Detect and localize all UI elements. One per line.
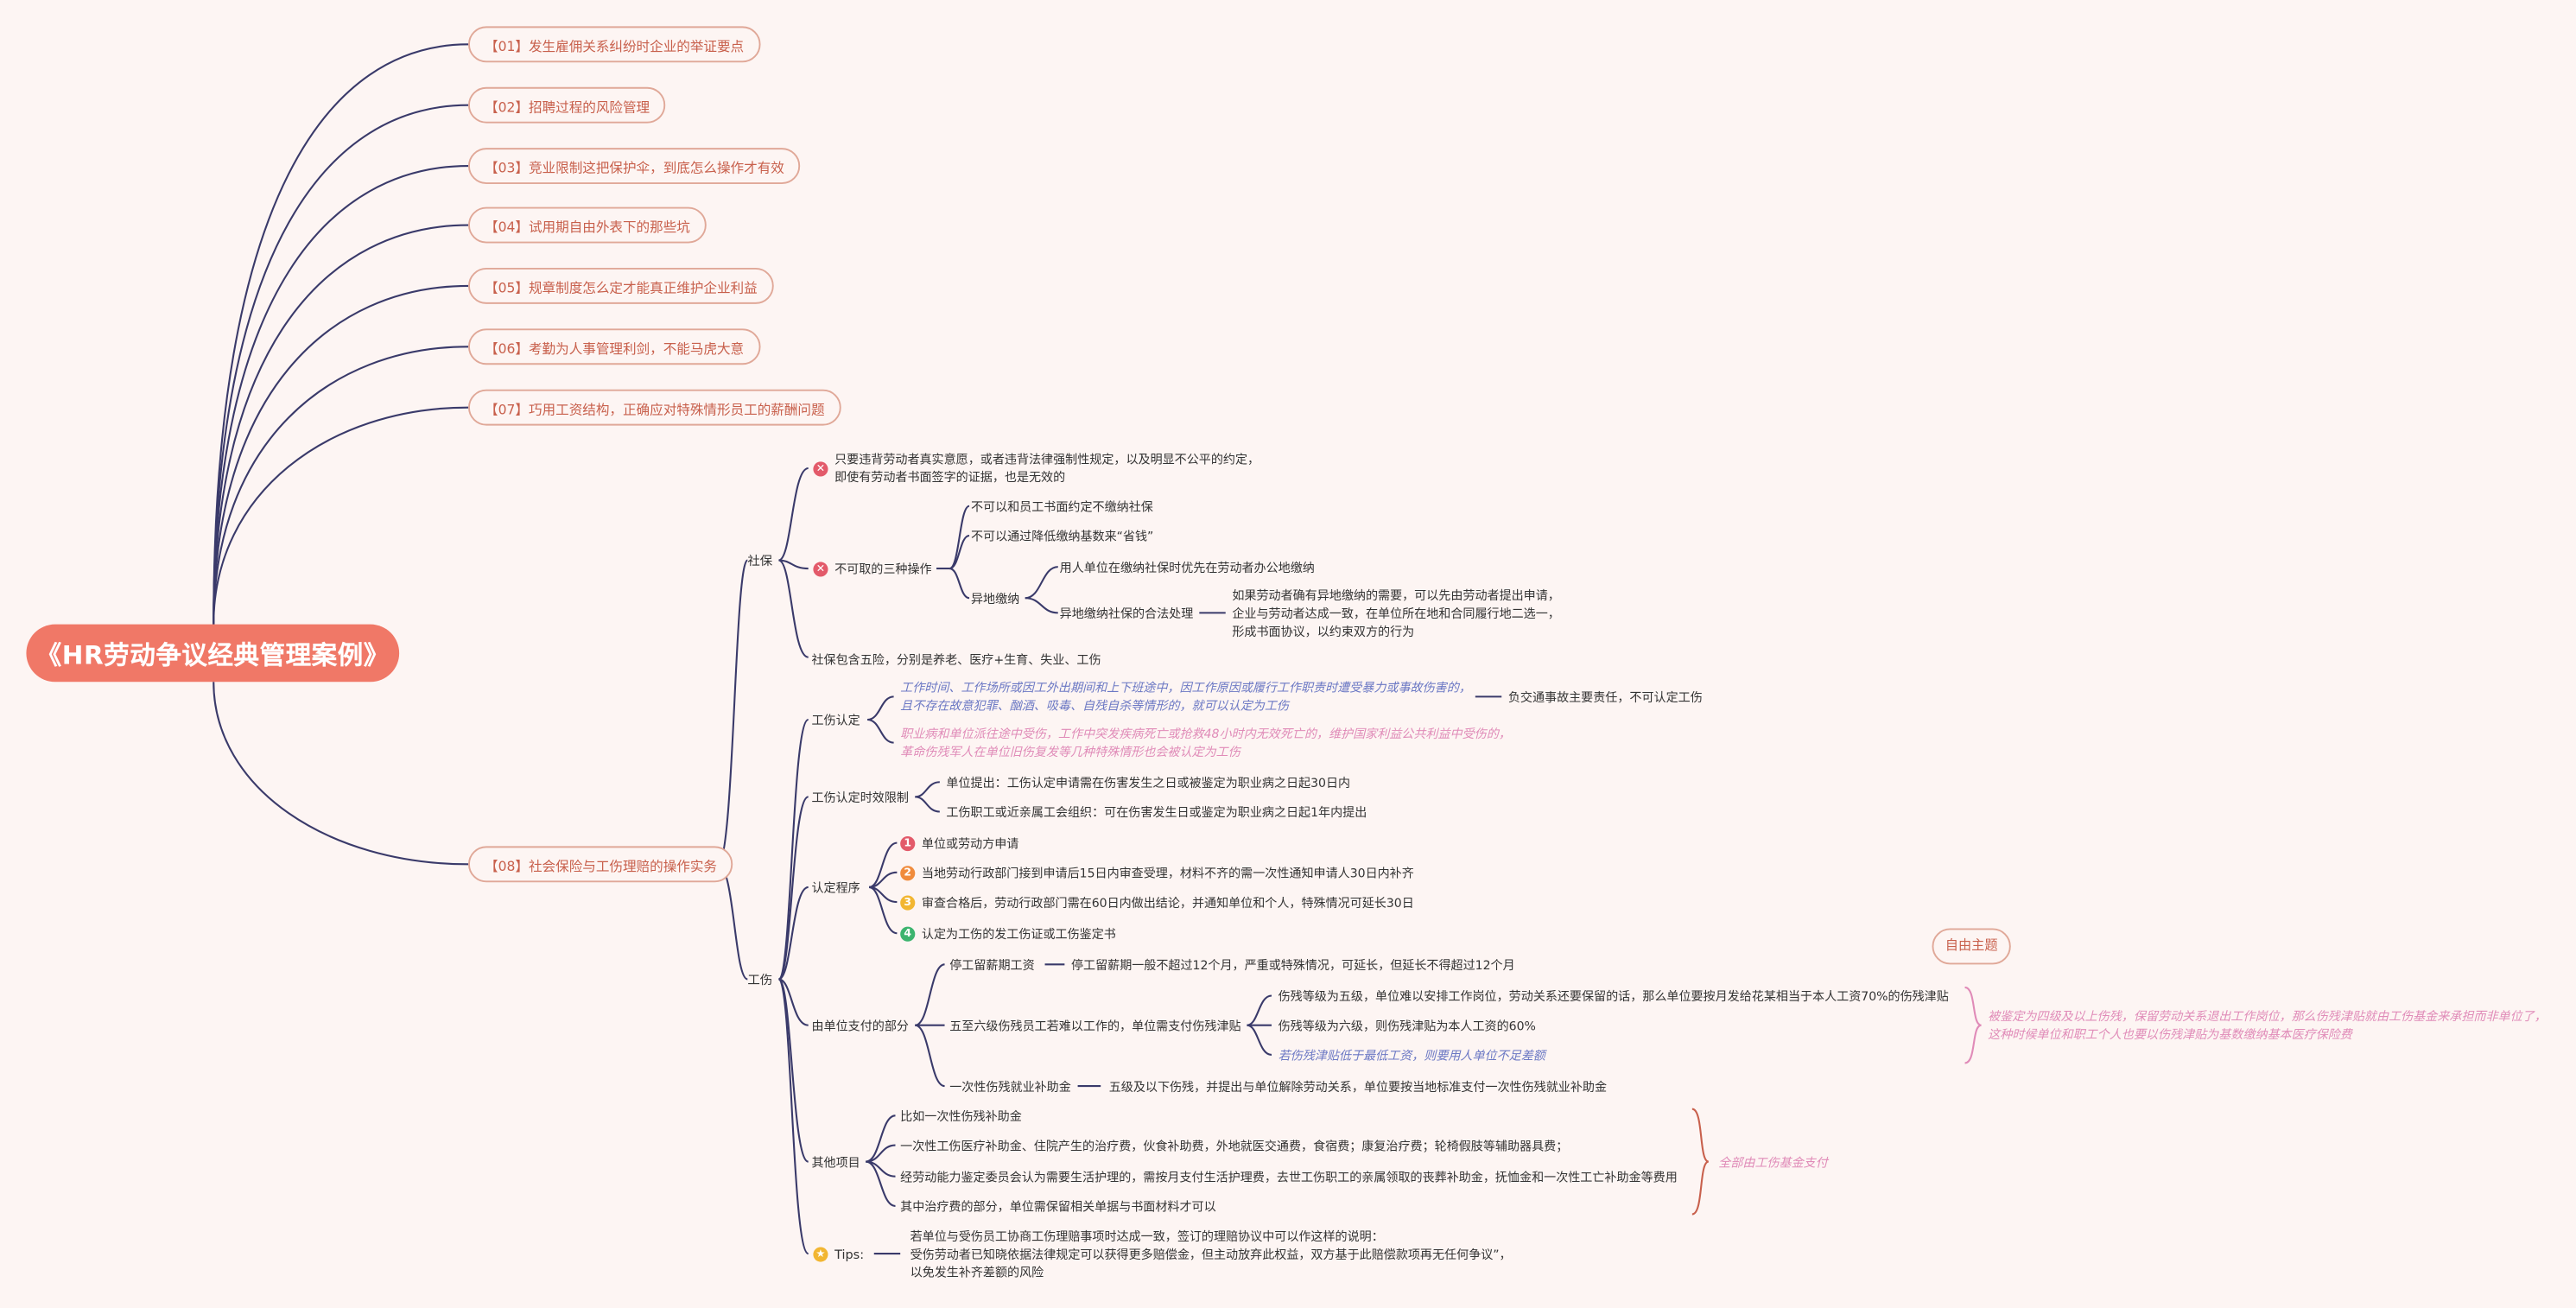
node-step4[interactable]: 认定为工伤的发工伤证或工伤鉴定书 bbox=[921, 926, 1116, 942]
topic-07[interactable]: 【07】巧用工资结构，正确应对特殊情形员工的薪酬问题 bbox=[468, 389, 841, 426]
number-2-icon: 2 bbox=[900, 866, 916, 881]
node-rending-pink2[interactable]: 革命伤残军人在单位旧伤复发等几种特殊情形也会被认定为工伤 bbox=[900, 744, 1240, 759]
node-other4[interactable]: 其中治疗费的部分，单位需保留相关单据与书面材料才可以 bbox=[900, 1199, 1216, 1215]
node-rending-blue1[interactable]: 工作时间、工作场所或因工外出期间和上下班途中，因工作原因或履行工作职责时遭受暴力… bbox=[900, 680, 1471, 695]
node-three-ops[interactable]: 不可取的三种操作 bbox=[834, 562, 932, 577]
topic-08[interactable]: 【08】社会保险与工伤理赔的操作实务 bbox=[468, 846, 734, 883]
node-dis-pink1[interactable]: 被鉴定为四级及以上伤残，保留劳动关系退出工作岗位，那么伤残津贴就由工伤基金来承担… bbox=[1988, 1008, 2547, 1024]
node-disability[interactable]: 五至六级伤残员工若难以工作的，单位需支付伤残津贴 bbox=[949, 1019, 1241, 1034]
node-other-note[interactable]: 全部由工伤基金支付 bbox=[1718, 1154, 1828, 1171]
number-1-icon: 1 bbox=[900, 836, 916, 852]
node-dis1[interactable]: 伤残等级为五级，单位难以安排工作岗位，劳动关系还要保留的话，那么单位要按月发给花… bbox=[1278, 988, 1949, 1004]
node-unit-pay[interactable]: 由单位支付的部分 bbox=[811, 1019, 909, 1034]
node-lump[interactable]: 一次性伤残就业补助金 bbox=[949, 1079, 1071, 1095]
node-lump-note[interactable]: 五级及以下伤残，并提出与单位解除劳动关系，单位要按当地标准支付一次性伤残就业补助… bbox=[1108, 1079, 1608, 1095]
node-stop-pay-note[interactable]: 停工留薪期一般不超过12个月，严重或特殊情况，可延长，但延长不得超过12个月 bbox=[1070, 957, 1515, 973]
node-procedure[interactable]: 认定程序 bbox=[811, 880, 860, 896]
node-other1[interactable]: 比如一次性伤残补助金 bbox=[900, 1108, 1022, 1124]
topic-05[interactable]: 【05】规章制度怎么定才能真正维护企业利益 bbox=[468, 267, 774, 304]
topic-03[interactable]: 【03】竞业限制这把保护伞，到底怎么操作才有效 bbox=[468, 148, 801, 185]
node-invalid-line1[interactable]: 只要违背劳动者真实意愿，或者违背法律强制性规定，以及明显不公平的约定， bbox=[834, 451, 1260, 467]
node-dis2[interactable]: 伤残等级为六级，则伤残津贴为本人工资的60% bbox=[1278, 1019, 1536, 1034]
node-time1[interactable]: 单位提出：工伤认定申请需在伤害发生之日或被鉴定为职业病之日起30日内 bbox=[946, 775, 1351, 791]
topic-04[interactable]: 【04】试用期自由外表下的那些坑 bbox=[468, 206, 707, 244]
node-other[interactable]: 其他项目 bbox=[811, 1154, 860, 1171]
node-op3b[interactable]: 异地缴纳社保的合法处理 bbox=[1059, 606, 1194, 621]
number-4-icon: 4 bbox=[900, 926, 916, 942]
node-dis-pink2[interactable]: 这种时候单位和职工个人也要以伤残津贴为基数缴纳基本医疗保险费 bbox=[1988, 1026, 2352, 1042]
node-tips[interactable]: Tips: bbox=[834, 1247, 865, 1262]
node-op3a[interactable]: 用人单位在缴纳社保时优先在劳动者办公地缴纳 bbox=[1059, 560, 1315, 575]
node-step1[interactable]: 单位或劳动方申请 bbox=[921, 836, 1019, 852]
star-icon: ★ bbox=[813, 1247, 828, 1262]
node-op1[interactable]: 不可以和员工书面约定不缴纳社保 bbox=[970, 499, 1153, 515]
node-gongshang[interactable]: 工伤 bbox=[747, 972, 773, 987]
node-rending-pink1[interactable]: 职业病和单位派往途中受伤，工作中突发疾病死亡或抢救48小时内无效死亡的，维护国家… bbox=[900, 726, 1511, 741]
node-time2[interactable]: 工伤职工或近亲属工会组织：可在伤害发生日或鉴定为职业病之日起1年内提出 bbox=[946, 804, 1367, 820]
node-dis3[interactable]: 若伤残津贴低于最低工资，则要用人单位不足差额 bbox=[1278, 1048, 1545, 1064]
node-invalid-line2[interactable]: 即使有劳动者书面签字的证据，也是无效的 bbox=[834, 469, 1066, 486]
node-op3b-line2[interactable]: 企业与劳动者达成一致，在单位所在地和合同履行地二选一， bbox=[1232, 606, 1560, 621]
node-five-types[interactable]: 社保包含五险，分别是养老、医疗+生育、失业、工伤 bbox=[811, 652, 1101, 668]
node-tips3[interactable]: 以免发生补齐差额的风险 bbox=[910, 1265, 1044, 1280]
node-time-limit[interactable]: 工伤认定时效限制 bbox=[811, 790, 909, 805]
node-rending[interactable]: 工伤认定 bbox=[811, 713, 860, 728]
topic-06[interactable]: 【06】考勤为人事管理利剑，不能马虎大意 bbox=[468, 328, 761, 365]
node-tips2[interactable]: 受伤劳动者已知晓依据法律规定可以获得更多赔偿金，但主动放弃此权益，双方基于此赔偿… bbox=[910, 1247, 1512, 1262]
free-topic[interactable]: 自由主题 bbox=[1932, 928, 2011, 965]
node-op3b-line1[interactable]: 如果劳动者确有异地缴纳的需要，可以先由劳动者提出申请， bbox=[1232, 587, 1560, 603]
node-stop-pay[interactable]: 停工留薪期工资 bbox=[949, 957, 1035, 973]
node-op3[interactable]: 异地缴纳 bbox=[970, 591, 1020, 606]
root-topic[interactable]: 《HR劳动争议经典管理案例》 bbox=[26, 624, 400, 683]
node-rending-blue2[interactable]: 且不存在故意犯罪、酗酒、吸毒、自残自杀等情形的，就可以认定为工伤 bbox=[900, 698, 1289, 714]
topic-02[interactable]: 【02】招聘过程的风险管理 bbox=[468, 86, 667, 124]
node-step3[interactable]: 审查合格后，劳动行政部门需在60日内做出结论，并通知单位和个人，特殊情况可延长3… bbox=[921, 895, 1414, 911]
node-op2[interactable]: 不可以通过降低缴纳基数来“省钱” bbox=[970, 529, 1154, 544]
node-shebao[interactable]: 社保 bbox=[747, 553, 773, 569]
node-tips1[interactable]: 若单位与受伤员工协商工伤理赔事项时达成一致，签订的理赔协议中可以作这样的说明： bbox=[910, 1229, 1384, 1244]
cross-icon: ✕ bbox=[813, 562, 828, 577]
topic-01[interactable]: 【01】发生雇佣关系纠纷时企业的举证要点 bbox=[468, 26, 761, 63]
node-other3[interactable]: 经劳动能力鉴定委员会认为需要生活护理的，需按月支付生活护理费，去世工伤职工的亲属… bbox=[900, 1170, 1678, 1185]
number-3-icon: 3 bbox=[900, 895, 916, 911]
cross-icon: ✕ bbox=[813, 461, 828, 477]
node-op3b-line3[interactable]: 形成书面协议，以约束双方的行为 bbox=[1232, 624, 1415, 639]
node-step2[interactable]: 当地劳动行政部门接到申请后15日内审查受理，材料不齐的需一次性通知申请人30日内… bbox=[921, 866, 1414, 881]
node-other2[interactable]: 一次性工伤医疗补助金、住院产生的治疗费，伙食补助费，外地就医交通费，食宿费；康复… bbox=[900, 1138, 1569, 1154]
node-traffic-note[interactable]: 负交通事故主要责任，不可认定工伤 bbox=[1507, 689, 1703, 705]
